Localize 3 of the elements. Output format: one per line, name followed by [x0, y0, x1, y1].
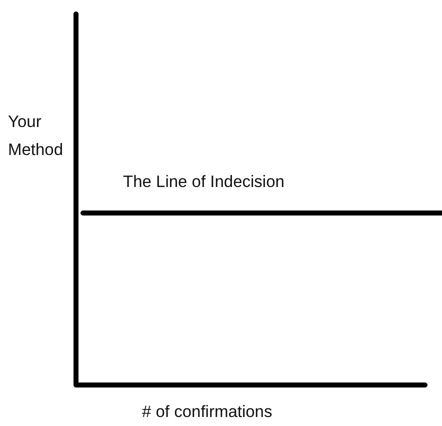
line-label: The Line of Indecision	[123, 172, 284, 193]
axis-title: # of confirmations	[142, 402, 272, 423]
axis-title: Your Method	[8, 112, 64, 161]
